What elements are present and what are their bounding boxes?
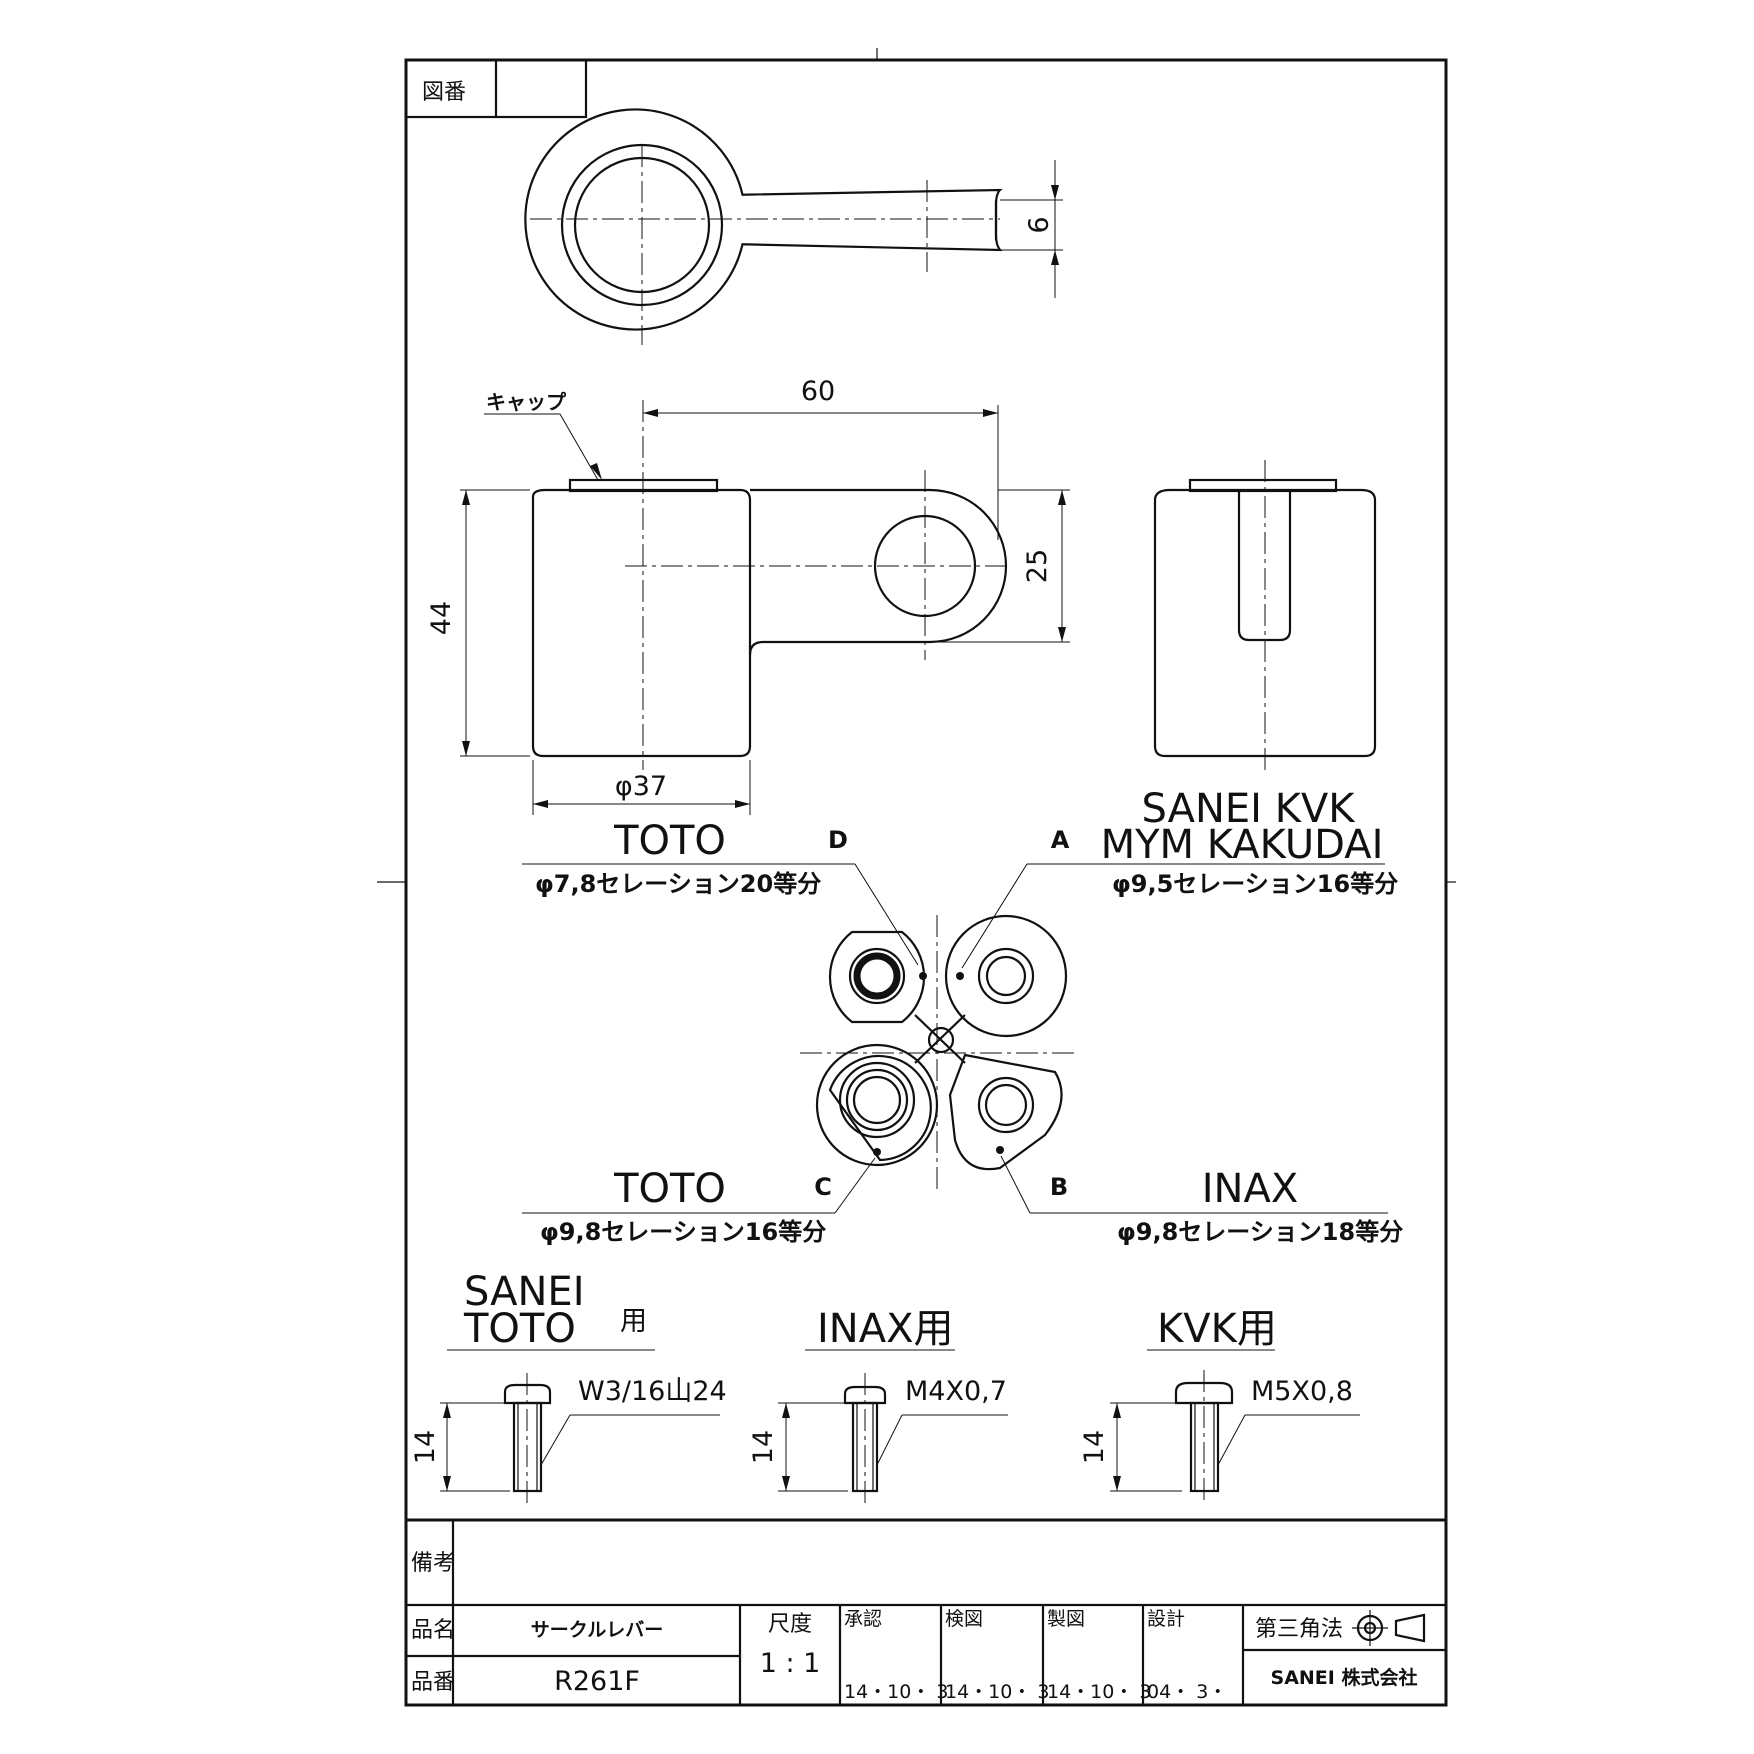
checked-date: 14・10・ 3: [945, 1681, 1049, 1703]
projection-label: 第三角法: [1255, 1617, 1343, 1642]
screw2-thread: M4X0,7: [905, 1376, 1007, 1407]
screw3-length: 14: [1079, 1430, 1110, 1464]
screw-inax: INAX用 14 M4X0,7: [748, 1306, 1008, 1503]
drawing-number-box: 図番: [404, 58, 588, 119]
screw2-length: 14: [748, 1430, 779, 1464]
name-value: サークルレバー: [531, 1619, 663, 1641]
adapter-c-letter: C: [814, 1173, 832, 1201]
adapter-a-letter: A: [1051, 826, 1070, 854]
adapter-d-maker: TOTO: [613, 818, 726, 864]
screw1-thread: W3/16山24: [578, 1376, 727, 1407]
screw3-title: KVK用: [1157, 1306, 1277, 1352]
design-date: 04・ 3・: [1147, 1681, 1227, 1703]
title-block: 備考 品名 サークルレバー 品番 R261F 尺度 1 : 1 承認 14・10…: [406, 1518, 1446, 1705]
screw1-line1: SANEI: [464, 1269, 585, 1315]
part-value: R261F: [554, 1666, 640, 1697]
top-view: 9: [524, 108, 1063, 345]
screw1-suffix: 用: [620, 1306, 647, 1337]
adapter-c-spec: φ9,8セレーション16等分: [540, 1218, 826, 1246]
remarks-label: 備考: [411, 1551, 455, 1576]
dim-diameter: φ37: [615, 771, 667, 802]
drawing-number-label: 図番: [422, 80, 466, 105]
adapter-a-spec: φ9,5セレーション16等分: [1112, 870, 1398, 898]
dim-height: 44: [426, 601, 457, 635]
adapter-b-spec: φ9,8セレーション18等分: [1117, 1218, 1403, 1246]
adapter-d-spec: φ7,8セレーション20等分: [535, 870, 821, 898]
adapter-a-maker-line2: MYM KAKUDAI: [1101, 822, 1384, 868]
dim-top-width: 9: [1022, 216, 1053, 233]
side-view: [1153, 460, 1377, 770]
screw2-title: INAX用: [817, 1306, 953, 1352]
design-label: 設計: [1147, 1608, 1185, 1630]
screw1-length: 14: [410, 1430, 441, 1464]
adapter-b-maker: INAX: [1202, 1166, 1298, 1212]
adapter-d-letter: D: [828, 826, 848, 854]
adapter-c-maker: TOTO: [613, 1166, 726, 1212]
cap-label: キャップ: [486, 390, 567, 414]
screw-sanei-toto: SANEI TOTO 用 14 W3/16山24: [410, 1269, 727, 1503]
screw1-line2: TOTO: [463, 1306, 576, 1352]
part-label: 品番: [411, 1670, 455, 1695]
adapter-a-maker-line1: SANEI KVK: [1141, 786, 1356, 832]
approved-date: 14・10・ 3: [844, 1681, 948, 1703]
dim-arm-height: 25: [1022, 549, 1053, 583]
checked-label: 検図: [945, 1608, 983, 1630]
adapter-b-letter: B: [1050, 1173, 1068, 1201]
drawing-frame: [377, 48, 1456, 1707]
drawn-label: 製図: [1047, 1608, 1085, 1630]
adapter-view: D TOTO φ7,8セレーション20等分 A SANEI KVK MYM KA…: [522, 786, 1403, 1246]
approved-label: 承認: [844, 1608, 882, 1630]
screw-kvk: KVK用 14 M5X0,8: [1079, 1306, 1360, 1503]
front-view: キャップ 60 44 25 φ37: [426, 376, 1070, 815]
scale-label: 尺度: [768, 1612, 812, 1637]
third-angle-projection-icon: [1352, 1610, 1426, 1646]
dim-length: 60: [801, 376, 835, 407]
company-name: SANEI 株式会社: [1271, 1666, 1418, 1689]
screw3-thread: M5X0,8: [1251, 1376, 1353, 1407]
drawn-date: 14・10・ 3: [1047, 1681, 1151, 1703]
scale-value: 1 : 1: [760, 1648, 821, 1679]
name-label: 品名: [411, 1618, 455, 1643]
